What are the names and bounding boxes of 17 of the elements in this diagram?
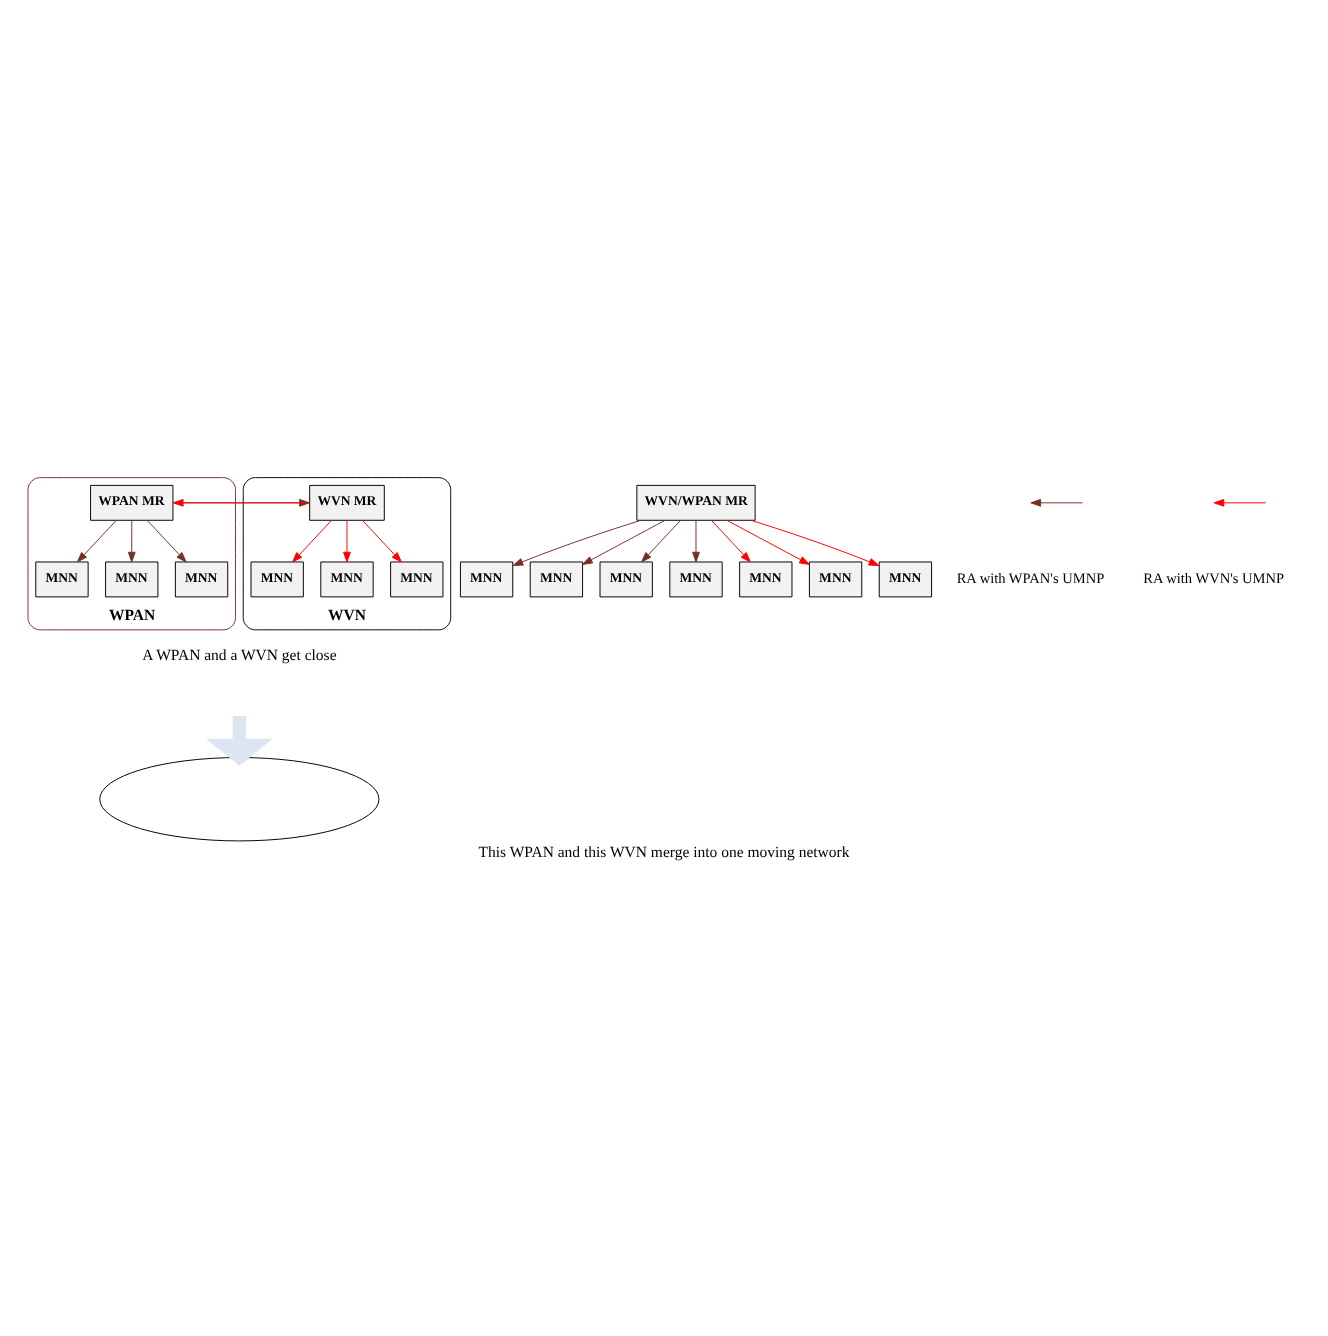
arrow [711, 519, 751, 563]
caption: This WPAN and this WVN merge into one moving network [478, 843, 850, 862]
arrow [292, 519, 332, 563]
arrow [343, 519, 351, 563]
arrow [582, 519, 666, 565]
arrow [362, 519, 402, 563]
arrow [692, 519, 700, 563]
arrow [726, 519, 810, 565]
arrow [512, 519, 642, 566]
arrow [127, 519, 136, 563]
node-ellipse [99, 757, 380, 842]
arrow [76, 519, 117, 563]
arrow [206, 715, 273, 766]
arrow [641, 519, 681, 563]
arrow [750, 519, 880, 566]
arrow [146, 519, 187, 563]
label: A WPAN and a WVN get close [142, 645, 337, 664]
